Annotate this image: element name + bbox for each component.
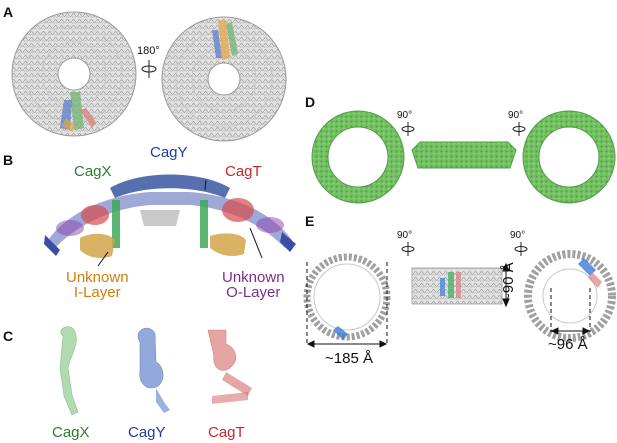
panel-d-side-view	[411, 141, 517, 169]
rotation-axis-icon-a	[141, 60, 157, 78]
panel-c-cagt-structure	[207, 329, 252, 404]
dimension-height	[502, 262, 510, 308]
panel-e-ring-left	[303, 253, 391, 341]
panel-label-e: E	[305, 213, 315, 229]
panel-a-ring-left	[11, 11, 137, 137]
rotation-axis-icon-e2	[514, 242, 528, 256]
panel-d-ring-top-view-left	[311, 110, 405, 204]
label-b-unknown-i-layer: Unknown I-Layer	[66, 269, 129, 301]
panel-label-c: C	[3, 328, 14, 344]
panel-b-side-view	[44, 174, 296, 258]
measurement-outer-diameter: ~185 Å	[325, 350, 373, 367]
label-c-cagt: CagT	[208, 424, 245, 441]
rotation-axis-icon-d1	[401, 122, 415, 136]
measurement-inner-diameter: ~96 Å	[548, 336, 588, 353]
panel-label-b: B	[3, 152, 14, 168]
panel-label-a: A	[3, 4, 14, 20]
label-b-cagt: CagT	[225, 163, 262, 180]
panel-b-pointers	[97, 179, 263, 267]
panel-a-ring-right	[161, 16, 287, 142]
rotation-label-a: 180°	[137, 45, 160, 57]
label-b-cagx: CagX	[74, 163, 112, 180]
rotation-label-e2: 90°	[510, 230, 526, 241]
panel-c-cagx-structure	[59, 326, 79, 416]
rotation-axis-icon-e1	[401, 242, 415, 256]
label-b-unknown-o-layer: Unknown O-Layer	[222, 269, 285, 301]
rotation-label-d1: 90°	[397, 110, 413, 121]
label-b-cagy: CagY	[150, 144, 188, 161]
panel-d-ring-top-view-right	[522, 110, 616, 204]
panel-e-side-view	[411, 267, 503, 305]
rotation-label-e1: 90°	[397, 230, 413, 241]
rotation-axis-icon-d2	[512, 122, 526, 136]
panel-c-cagy-structure	[137, 327, 170, 413]
label-c-cagy: CagY	[128, 424, 166, 441]
panel-e-ring-right	[524, 250, 616, 342]
panel-a-left-colored-subunit	[60, 92, 96, 132]
dimension-outer-diameter	[306, 262, 388, 348]
label-c-cagx: CagX	[52, 424, 90, 441]
dimension-inner-diameter	[550, 288, 591, 335]
measurement-height: ~90 Å	[500, 262, 517, 302]
panel-label-d: D	[305, 94, 316, 110]
panel-a-right-colored-subunit	[212, 20, 238, 60]
rotation-label-d2: 90°	[508, 110, 524, 121]
